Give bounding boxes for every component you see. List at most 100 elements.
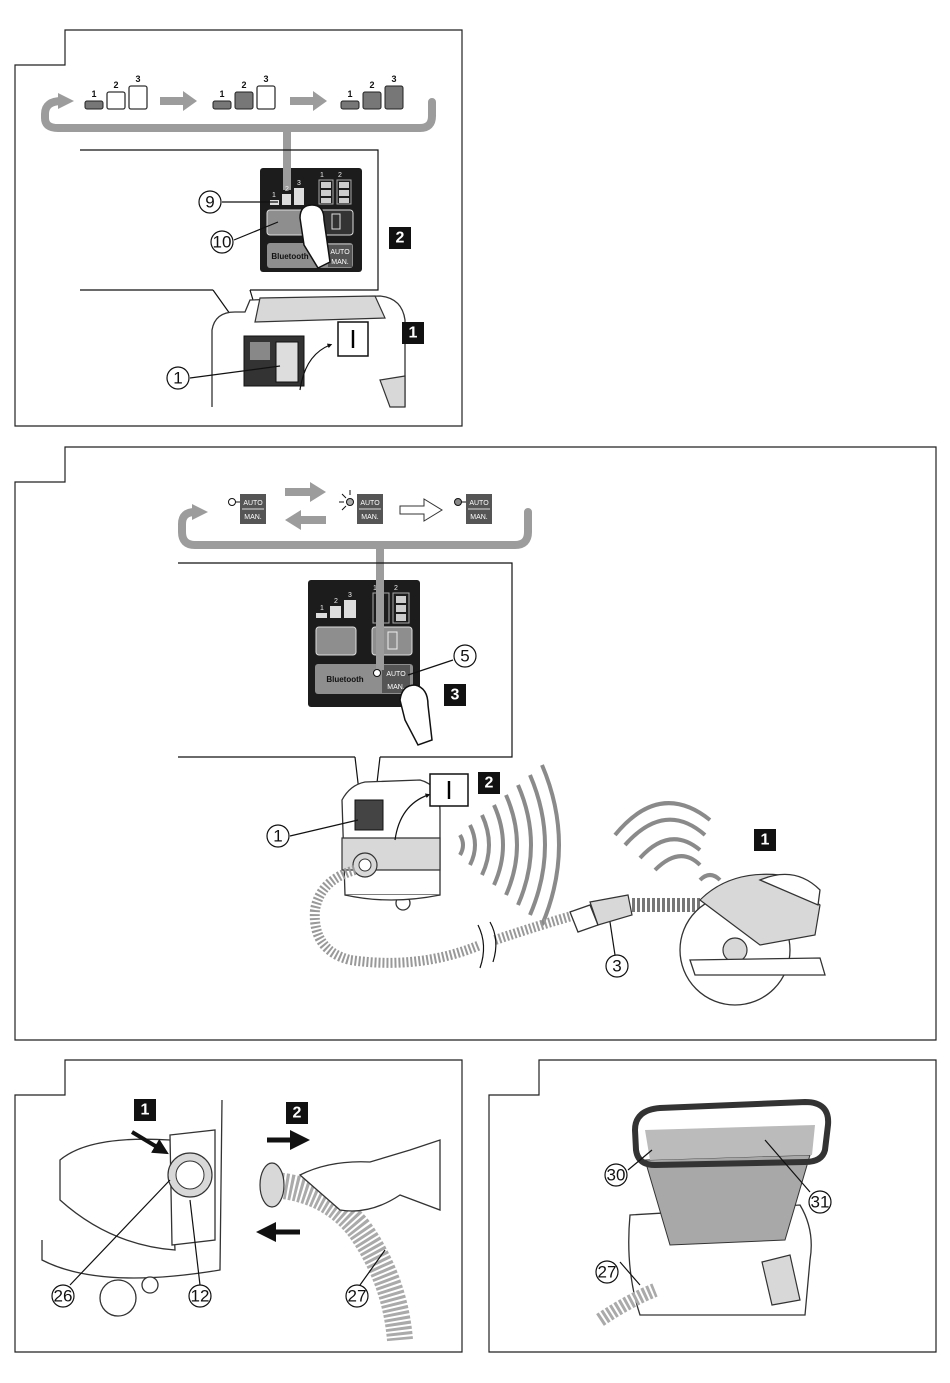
step-2-badge: 2 (478, 772, 500, 794)
svg-text:31: 31 (811, 1193, 830, 1212)
svg-text:AUTO: AUTO (360, 500, 380, 507)
loop-arrowhead (58, 93, 74, 109)
level-number: 1 (219, 89, 224, 99)
level-number: 3 (391, 74, 396, 84)
mode-indicator-blinking: AUTO MAN. (339, 490, 383, 524)
svg-text:1: 1 (273, 827, 282, 846)
svg-text:2: 2 (485, 775, 494, 792)
svg-text:12: 12 (191, 1287, 210, 1306)
level-indicator-state-2: 1 2 3 (213, 74, 275, 109)
battery-label: 1 (320, 172, 324, 179)
callout-1: 1 (267, 825, 289, 847)
control-panel: 1 2 3 1 2 Bluetooth AUTO MAN. (308, 580, 432, 745)
level-number: 2 (285, 186, 289, 193)
svg-text:27: 27 (598, 1263, 617, 1282)
step-1-badge: 1 (134, 1099, 156, 1121)
man-label: MAN. (387, 684, 405, 691)
mode-indicator-auto-off: AUTO MAN. (229, 494, 267, 524)
callout-30: 30 (605, 1164, 627, 1186)
callout-1: 1 (167, 367, 189, 389)
switch-on-symbol: I (430, 774, 468, 806)
bluetooth-signal-waves (615, 803, 720, 880)
arrow-right-icon (285, 482, 326, 502)
vacuum-cleaner-top-view (212, 296, 405, 407)
battery-label: 2 (338, 172, 342, 179)
arrow-right-icon (160, 91, 197, 111)
leader-line (610, 922, 615, 955)
svg-text:5: 5 (460, 647, 469, 666)
svg-text:I: I (349, 324, 356, 354)
svg-text:3: 3 (451, 687, 460, 704)
suction-power-button[interactable] (316, 627, 356, 655)
figure-d: 30 31 27 (489, 1060, 936, 1352)
step-1-badge: 1 (754, 829, 776, 851)
auto-indicator-led (374, 670, 381, 677)
suction-power-button[interactable] (267, 210, 305, 235)
vacuum-cleaner (342, 780, 440, 910)
figure-a: 1 2 3 1 2 3 1 2 3 (15, 30, 462, 426)
callout-5: 5 (454, 645, 476, 667)
hose-with-hand (260, 1140, 440, 1340)
figure-c: 1 2 26 12 27 (15, 1060, 462, 1352)
svg-text:2: 2 (396, 230, 405, 247)
control-panel: 1 2 3 1 2 Bluetooth AUTO MAN. (260, 168, 362, 272)
callout-3: 3 (606, 955, 628, 977)
svg-text:26: 26 (54, 1287, 73, 1306)
svg-text:AUTO: AUTO (469, 500, 489, 507)
vacuum-side-view (42, 1100, 222, 1316)
svg-text:1: 1 (173, 369, 182, 388)
callout-10: 10 (211, 231, 233, 253)
arrow-left-icon (285, 510, 326, 530)
step-2-badge: 2 (286, 1102, 308, 1124)
switch-on-symbol: I (338, 322, 368, 356)
svg-text:MAN.: MAN. (244, 514, 262, 521)
callout-27: 27 (596, 1261, 618, 1283)
callout-31: 31 (809, 1191, 831, 1213)
svg-text:MAN.: MAN. (361, 514, 379, 521)
hose (495, 915, 575, 940)
auto-label: AUTO (330, 249, 350, 256)
arrow-outline-icon (400, 499, 442, 521)
finger-icon (400, 685, 432, 745)
svg-text:9: 9 (205, 193, 214, 212)
level-number: 1 (272, 192, 276, 199)
level-number: 2 (369, 80, 374, 90)
break-mark (478, 922, 496, 968)
bluetooth-label: Bluetooth (271, 252, 308, 261)
callout-27: 27 (346, 1285, 368, 1307)
level-number: 1 (347, 89, 352, 99)
figure-b: AUTO MAN. AUTO MAN. AUTO MAN. 1 2 (15, 447, 936, 1040)
loop-arrowhead (192, 504, 208, 520)
circular-saw (680, 874, 825, 1005)
svg-text:AUTO: AUTO (243, 500, 263, 507)
man-label: MAN. (331, 259, 349, 266)
mode-indicator-auto-on: AUTO MAN. (455, 494, 493, 524)
svg-text:1: 1 (141, 1102, 150, 1119)
level-number: 1 (320, 605, 324, 612)
level-number: 3 (263, 74, 268, 84)
callout-26: 26 (52, 1285, 74, 1307)
auto-label: AUTO (386, 671, 406, 678)
step-1-badge: 1 (402, 322, 424, 344)
level-number: 1 (91, 89, 96, 99)
svg-text:27: 27 (348, 1287, 367, 1306)
level-number: 3 (297, 180, 301, 187)
svg-text:MAN.: MAN. (470, 514, 488, 521)
svg-text:2: 2 (293, 1105, 302, 1122)
level-number: 2 (113, 80, 118, 90)
svg-text:3: 3 (612, 957, 621, 976)
level-number: 3 (348, 592, 352, 599)
level-indicator-state-1: 1 2 3 (85, 74, 147, 109)
bluetooth-label: Bluetooth (326, 675, 363, 684)
step-3-badge: 3 (444, 684, 466, 706)
bluetooth-signal-waves (460, 765, 559, 925)
arrow-right-icon (290, 91, 327, 111)
adapter (590, 895, 632, 925)
svg-text:30: 30 (607, 1166, 626, 1185)
svg-text:1: 1 (761, 832, 770, 849)
level-number: 3 (135, 74, 140, 84)
battery-label: 2 (394, 585, 398, 592)
level-number: 2 (334, 598, 338, 605)
level-indicator-state-3: 1 2 3 (341, 74, 403, 109)
